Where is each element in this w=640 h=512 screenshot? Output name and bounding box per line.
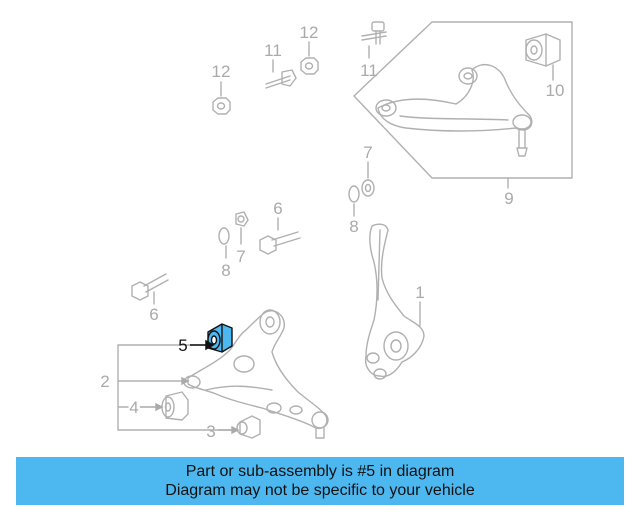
parts-diagram: 9 10 11 11 12 12 7 8 1 2 3 4 5 6 6 7 8 xyxy=(100,21,573,441)
upper-bolt xyxy=(361,21,387,45)
lower-bolt-left xyxy=(131,273,169,301)
gray-arrows xyxy=(140,376,240,435)
lower-front-bushing xyxy=(161,391,189,421)
callout-12-left: 12 xyxy=(212,62,231,81)
upper-nut xyxy=(300,57,319,75)
callout-3: 3 xyxy=(206,422,215,441)
upper-stopper xyxy=(348,185,360,203)
callout-7-upper: 7 xyxy=(363,143,372,162)
upper-bolt-left xyxy=(265,69,297,89)
callout-10: 10 xyxy=(546,81,565,100)
upper-arm-panel-outline xyxy=(353,21,573,179)
nut-left xyxy=(212,97,231,115)
steering-knuckle xyxy=(364,223,425,380)
diagram-caption-banner: Part or sub-assembly is #5 in diagram Di… xyxy=(16,457,624,505)
callout-5: 5 xyxy=(178,336,187,355)
callout-1: 1 xyxy=(415,283,424,302)
leader-bracket xyxy=(117,344,233,431)
callout-8-upper: 8 xyxy=(349,217,358,236)
callout-12-top: 12 xyxy=(300,23,319,42)
callout-11-right: 11 xyxy=(360,61,378,80)
lower-stopper xyxy=(218,227,230,245)
callout-9: 9 xyxy=(504,189,513,208)
callout-6-left: 6 xyxy=(149,305,158,324)
callout-6-right: 6 xyxy=(273,199,282,218)
lower-bolt xyxy=(259,231,301,255)
callout-4: 4 xyxy=(129,398,138,417)
lower-washer xyxy=(235,211,249,227)
callout-8-lower: 8 xyxy=(221,261,230,280)
callout-7-lower: 7 xyxy=(236,247,245,266)
caption-line-part: Part or sub-assembly is #5 in diagram xyxy=(185,463,455,480)
upper-control-arm xyxy=(375,63,533,157)
callout-11-left: 11 xyxy=(264,41,282,60)
highlight-arrow xyxy=(190,339,215,351)
upper-bushing xyxy=(525,33,561,67)
callout-2: 2 xyxy=(100,372,109,391)
highlighted-bushing[interactable] xyxy=(207,323,233,353)
lower-control-arm xyxy=(183,309,329,439)
lower-rear-bushing xyxy=(236,415,261,439)
upper-washer xyxy=(361,179,375,197)
caption-line-disclaimer: Diagram may not be specific to your vehi… xyxy=(165,482,475,499)
